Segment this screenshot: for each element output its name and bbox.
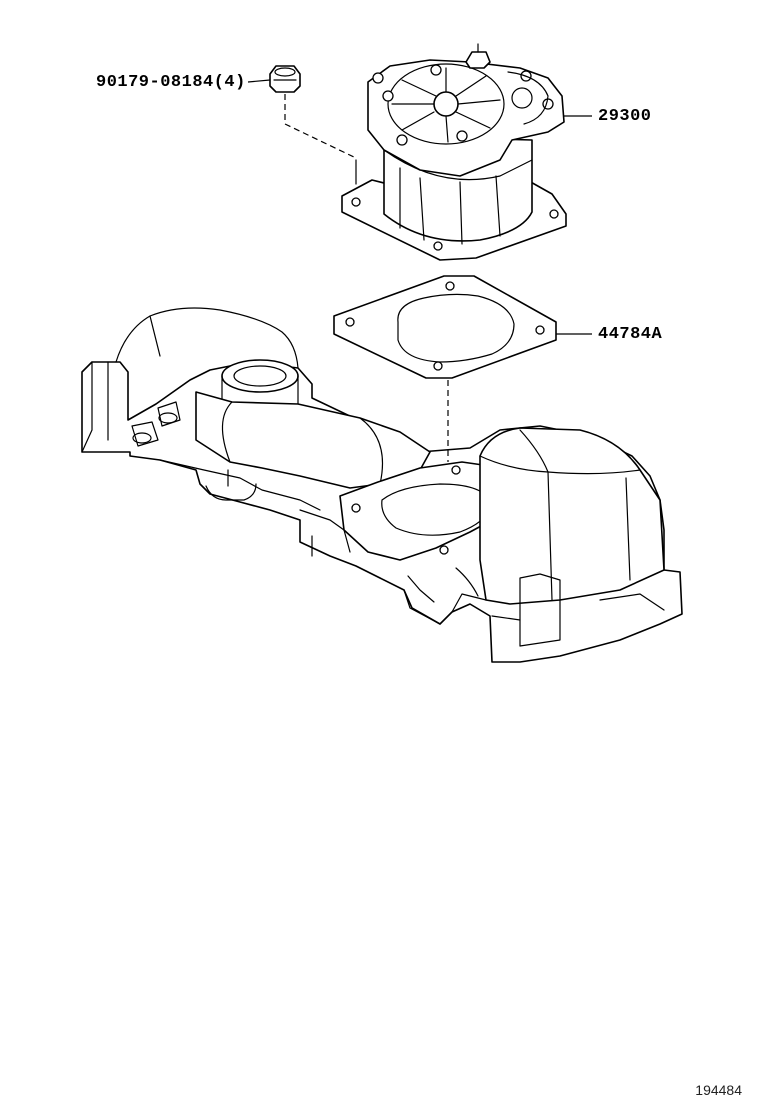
callout-vacuum-pump: 29300 <box>598 107 652 126</box>
vacuum-pump <box>341 43 567 261</box>
nut <box>269 65 301 93</box>
cylinder-head-housing <box>81 307 683 663</box>
figure-id: 194484 <box>695 1082 742 1098</box>
callout-gasket: 44784A <box>598 325 663 344</box>
leader-lines <box>247 79 592 462</box>
callout-nut: 90179-08184(4) <box>96 73 246 92</box>
gasket <box>333 275 557 379</box>
